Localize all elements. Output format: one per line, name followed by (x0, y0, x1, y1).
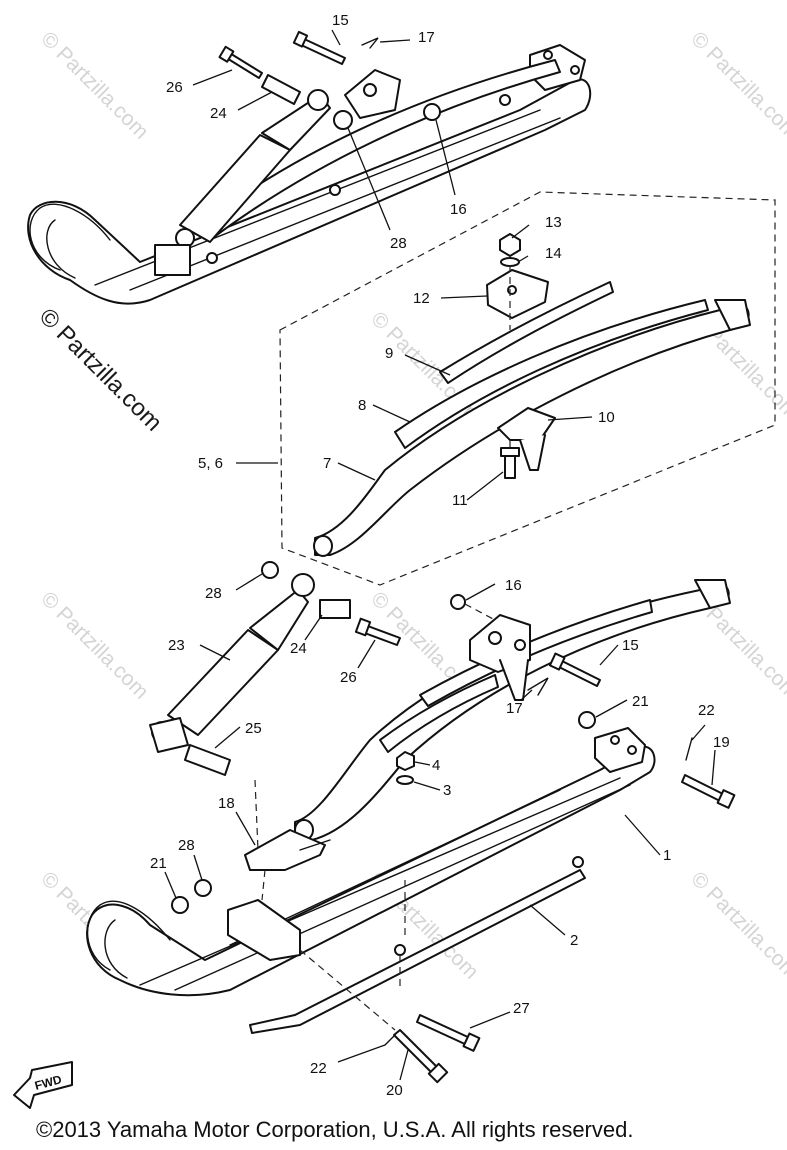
callout-14: 14 (545, 245, 562, 262)
part-21-nut (171, 896, 189, 914)
top-bumper-loop (29, 203, 111, 271)
callout-10: 10 (598, 409, 615, 426)
part-22-pin (685, 737, 693, 761)
part-19-bolt (681, 774, 726, 803)
copyright-notice: ©2013 Yamaha Motor Corporation, U.S.A. A… (36, 1117, 633, 1142)
part-14-washer (500, 257, 520, 267)
watermark-text: © Partzilla.com (36, 587, 152, 703)
callout-12: 12 (413, 290, 430, 307)
callout-26: 26 (166, 79, 183, 96)
part-28-nut (261, 561, 279, 579)
callout-11: 11 (452, 492, 468, 509)
callout-16: 16 (505, 577, 522, 594)
callout-16: 16 (450, 201, 467, 218)
top-leaf-spring (199, 59, 561, 241)
part-24-sleeve (319, 599, 351, 619)
top-shock-eye (307, 89, 329, 111)
top-front-bracket (154, 244, 191, 276)
middle-leader-lines (236, 224, 593, 501)
part-28-nut (333, 110, 353, 130)
callout-3: 3 (443, 782, 451, 799)
part-15-bolt (556, 659, 601, 687)
part-21-nut (578, 711, 596, 729)
watermark-text: © Partzilla.com (686, 867, 787, 983)
part-25-sleeve (184, 744, 231, 776)
callout-7: 7 (323, 455, 331, 472)
fwd-direction-badge: FWD (13, 1061, 73, 1109)
callout-18: 18 (218, 795, 235, 812)
callout-24: 24 (210, 105, 227, 122)
callout-13: 13 (545, 214, 562, 231)
callout-25: 25 (245, 720, 262, 737)
part-16-nut (450, 594, 466, 610)
callout-5-6: 5, 6 (198, 455, 223, 472)
callout-19: 19 (713, 734, 730, 751)
part-16-nut (423, 103, 441, 121)
part-27-bolt (416, 1014, 471, 1046)
part-28-nut (194, 879, 212, 897)
callout-15: 15 (332, 12, 349, 29)
callout-26: 26 (340, 669, 357, 686)
part-24-sleeve (261, 74, 301, 105)
part-10-clamp (497, 407, 556, 441)
callout-labels: 15 17 26 24 16 28 13 14 12 9 8 10 5, 6 7… (150, 12, 730, 1099)
part-17-pin (527, 677, 549, 696)
callout-23: 23 (168, 637, 185, 654)
callout-8: 8 (358, 397, 366, 414)
part-13-nut (499, 233, 521, 257)
callout-1: 1 (663, 847, 671, 864)
part-11-bolt (504, 454, 516, 479)
bottom-ski-assembly (86, 561, 736, 1084)
callout-15: 15 (622, 637, 639, 654)
callout-21: 21 (150, 855, 167, 872)
part-9-leaf (439, 281, 614, 384)
part-2-tie-rod (249, 869, 586, 1034)
callout-28: 28 (205, 585, 222, 602)
part-18-bracket (244, 829, 326, 871)
part-8-leaf (394, 299, 709, 449)
callout-17: 17 (506, 700, 523, 717)
top-ski-body (27, 78, 592, 305)
part-4-nut (396, 751, 415, 771)
callout-27: 27 (513, 1000, 530, 1017)
bottom-spindle-mount (469, 614, 531, 673)
watermark-text: © Partzilla.com (36, 27, 152, 143)
callout-9: 9 (385, 345, 393, 362)
callout-28: 28 (390, 235, 407, 252)
top-ski-assembly (27, 30, 592, 305)
top-leader-lines (192, 29, 456, 231)
callout-22: 22 (310, 1060, 327, 1077)
watermark-text: © Partzilla.com (686, 27, 787, 143)
callout-2: 2 (570, 932, 578, 949)
group-outline-dashed (279, 191, 776, 586)
watermark-text-large: © Partzilla.com (34, 303, 167, 436)
callout-20: 20 (386, 1082, 403, 1099)
part-3-washer (396, 775, 414, 785)
fwd-label: FWD (33, 1072, 63, 1093)
spring-assembly-box (279, 191, 776, 586)
callout-22: 22 (698, 702, 715, 719)
part-12-clamp (486, 269, 549, 319)
callout-24: 24 (290, 640, 307, 657)
part-17-pin (361, 37, 379, 49)
bottom-rear-bracket (594, 727, 646, 773)
bottom-bumper-loop (86, 900, 171, 971)
callout-4: 4 (432, 757, 440, 774)
part-22-pin (384, 1034, 396, 1046)
callout-21: 21 (632, 693, 649, 710)
part-23-shock-eye (291, 573, 315, 597)
bottom-leader-lines (164, 573, 716, 1081)
bottom-front-bracket (227, 899, 301, 961)
callout-17: 17 (418, 29, 435, 46)
callout-28: 28 (178, 837, 195, 854)
